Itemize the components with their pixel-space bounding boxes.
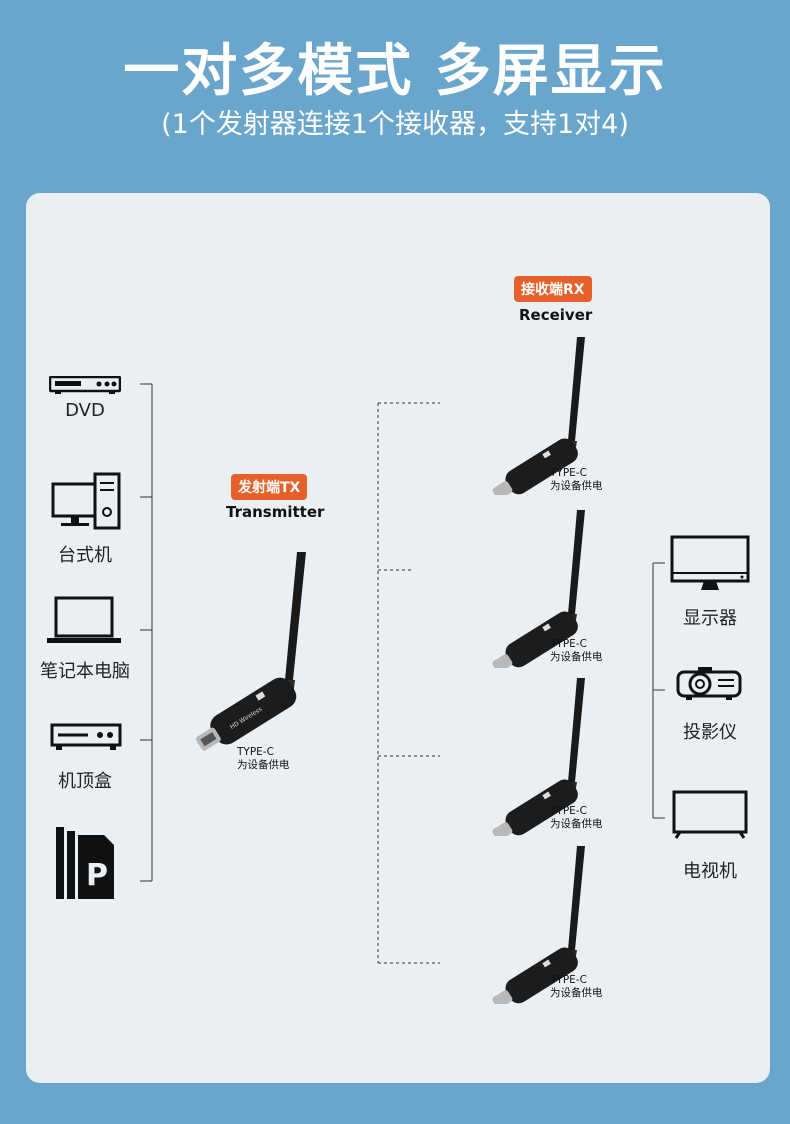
- desktop-computer-icon: [51, 472, 121, 530]
- laptop-icon: [46, 596, 122, 646]
- receiver-name: Receiver: [519, 306, 593, 324]
- receiver-power-caption: TYPE-C 为设备供电: [550, 805, 603, 830]
- set-top-box-icon: [50, 723, 122, 753]
- receiver-badge: 接收端RX: [514, 276, 592, 302]
- receiver-device-icon: [482, 335, 592, 495]
- svg-text:P: P: [86, 858, 108, 893]
- monitor-icon: [670, 535, 750, 595]
- receiver-device-icon: [482, 676, 592, 836]
- source-label-laptop: 笔记本电脑: [40, 661, 130, 682]
- display-label-monitor: 显示器: [683, 608, 737, 629]
- page-title: 一对多模式 多屏显示: [123, 39, 667, 104]
- diagram-panel: [26, 193, 770, 1083]
- receiver-power-caption: TYPE-C 为设备供电: [550, 974, 603, 999]
- source-label-settopbox: 机顶盒: [58, 771, 112, 792]
- page-subtitle: (1个发射器连接1个接收器，支持1对4): [161, 109, 629, 140]
- transmitter-device-icon: HD Wireless: [185, 548, 315, 753]
- receiver-power-caption: TYPE-C 为设备供电: [550, 467, 603, 492]
- receiver-device-icon: [482, 844, 592, 1004]
- display-label-projector: 投影仪: [683, 722, 737, 743]
- display-label-tv: 电视机: [683, 861, 737, 882]
- ps-console-icon: P: [56, 827, 116, 899]
- transmitter-power-caption: TYPE-C 为设备供电: [237, 746, 290, 771]
- projector-icon: [676, 666, 742, 702]
- transmitter-name: Transmitter: [226, 503, 325, 521]
- transmitter-badge: 发射端TX: [231, 474, 308, 500]
- source-label-desktop: 台式机: [58, 545, 112, 566]
- tv-icon: [672, 790, 748, 840]
- source-label-dvd: DVD: [65, 400, 105, 421]
- receiver-device-icon: [482, 508, 592, 668]
- dvd-player-icon: [49, 376, 121, 394]
- receiver-power-caption: TYPE-C 为设备供电: [550, 638, 603, 663]
